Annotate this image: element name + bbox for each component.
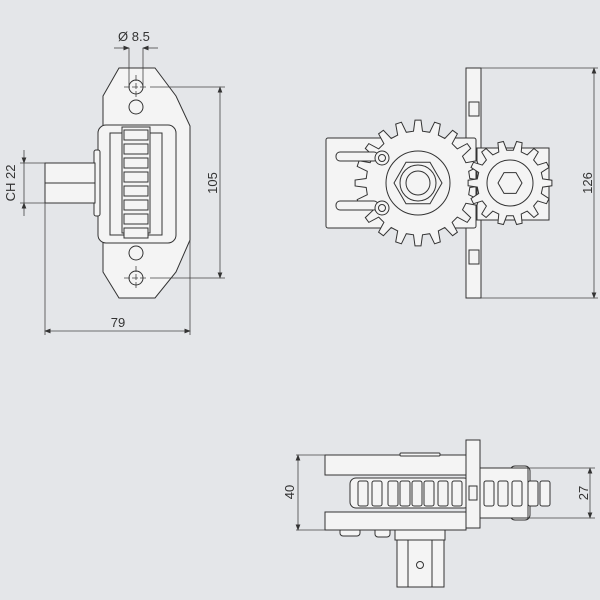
gear-tooth [123, 157, 149, 169]
gear-tooth [123, 171, 149, 183]
pinion-gear [467, 140, 553, 226]
slot [335, 151, 379, 162]
upper-plate [324, 454, 467, 476]
depth-label: 40 [282, 485, 297, 499]
gear-tooth [123, 213, 149, 225]
lower-plate [324, 511, 467, 531]
gear-tooth [423, 480, 435, 507]
hole-spacing-label: 105 [205, 172, 220, 194]
shaft-collar [394, 529, 446, 541]
hex-shaft [396, 539, 445, 588]
gear-teeth [467, 140, 553, 226]
gear-tooth [539, 480, 551, 507]
top-view: 40 27 [282, 439, 595, 588]
gear-tooth [437, 480, 449, 507]
overall-height-label: 126 [580, 172, 595, 194]
gear-tooth [123, 199, 149, 211]
gear-tooth [497, 480, 509, 507]
front-view: Ø 8.5 105 CH 22 79 [3, 29, 225, 335]
wrench-size-label: CH 22 [3, 165, 18, 202]
gear-tooth [527, 480, 539, 507]
gear-tooth [387, 480, 399, 507]
gear-tooth [123, 129, 149, 141]
gear-tooth [399, 480, 411, 507]
gear-tooth [411, 480, 423, 507]
hex-nut [393, 161, 443, 205]
gear-tooth [483, 480, 495, 507]
gear-tooth [511, 480, 523, 507]
gear-tooth [123, 227, 149, 239]
vertical-plate [465, 439, 481, 529]
gear-tooth [451, 480, 463, 507]
gear-tooth [123, 185, 149, 197]
hole [128, 99, 144, 115]
overall-width-label: 79 [111, 315, 125, 330]
slot [335, 200, 379, 211]
gear-tooth [371, 480, 383, 507]
hole [128, 245, 144, 261]
side-view: 126 [325, 67, 598, 299]
hole-diameter-label: Ø 8.5 [118, 29, 150, 44]
gear-width-label: 27 [576, 486, 591, 500]
gear-tooth [123, 143, 149, 155]
gear-tooth [357, 480, 369, 507]
